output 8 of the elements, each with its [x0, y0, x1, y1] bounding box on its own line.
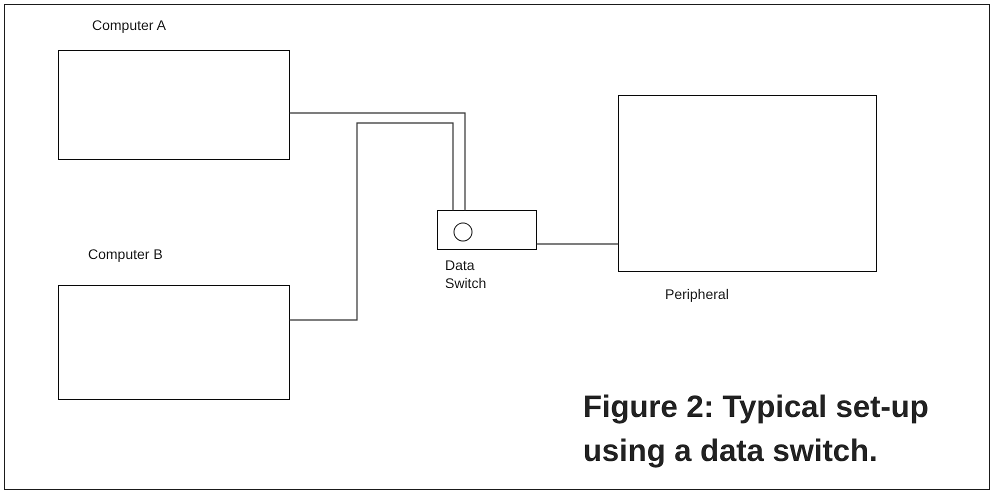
- node-label: Computer B: [88, 245, 164, 263]
- cable-line: [290, 112, 466, 210]
- figure-caption: Figure 2: Typical set-up using a data switch.: [583, 388, 930, 470]
- cable-line: [537, 243, 618, 245]
- node-label: Peripheral: [665, 285, 730, 303]
- node-label: Computer A: [92, 16, 167, 34]
- cable-line: [290, 122, 454, 321]
- node-label: Data Switch: [445, 256, 488, 292]
